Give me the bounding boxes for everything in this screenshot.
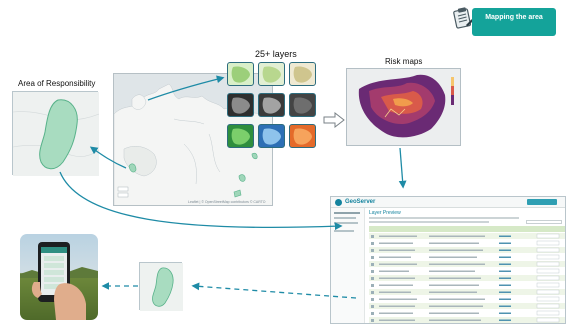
layer-thumbnail — [258, 62, 285, 86]
europe-map: Leaflet | © OpenStreetMap contributors ©… — [113, 73, 273, 206]
geoserver-logo-icon — [335, 199, 342, 206]
layer-thumbnail — [289, 124, 316, 148]
mobile-app-photo — [20, 234, 98, 320]
area-of-responsibility-map — [12, 91, 100, 176]
table-header — [369, 226, 565, 232]
risk-map — [346, 68, 461, 146]
layer-thumbnail — [227, 62, 254, 86]
sidebar-item[interactable] — [334, 222, 358, 224]
layer-thumbnail — [289, 93, 316, 117]
page-description — [369, 221, 489, 223]
page-description — [369, 217, 519, 219]
map-attribution: Leaflet | © OpenStreetMap contributors ©… — [188, 200, 266, 204]
geoserver-window: GeoServer Layer Preview — [330, 196, 566, 324]
area-of-responsibility-label: Area of Responsibility — [18, 79, 96, 88]
sidebar-item[interactable] — [334, 217, 356, 219]
layer-thumbnail — [227, 124, 254, 148]
sidebar-item[interactable] — [334, 212, 360, 214]
geoserver-logo: GeoServer — [345, 199, 376, 205]
layers-label: 25+ layers — [255, 49, 297, 59]
layer-thumbnails — [225, 60, 321, 150]
risk-maps-label: Risk maps — [385, 57, 423, 66]
layer-preview-title: Layer Preview — [369, 210, 401, 216]
layer-thumbnail — [289, 62, 316, 86]
layer-thumbnail — [258, 124, 285, 148]
hollow-arrow-icon — [323, 111, 345, 133]
clipboard-icon — [452, 6, 476, 30]
table-row-lines — [371, 233, 560, 323]
small-aoi-map — [139, 262, 183, 311]
layer-thumbnail — [227, 93, 254, 117]
geoserver-header: GeoServer — [331, 197, 565, 208]
layer-thumbnail — [258, 93, 285, 117]
sidebar-item[interactable] — [334, 230, 354, 232]
geoserver-header-badge — [527, 199, 557, 205]
search-input[interactable] — [526, 220, 562, 224]
step-badge: Mapping the area — [472, 8, 556, 36]
